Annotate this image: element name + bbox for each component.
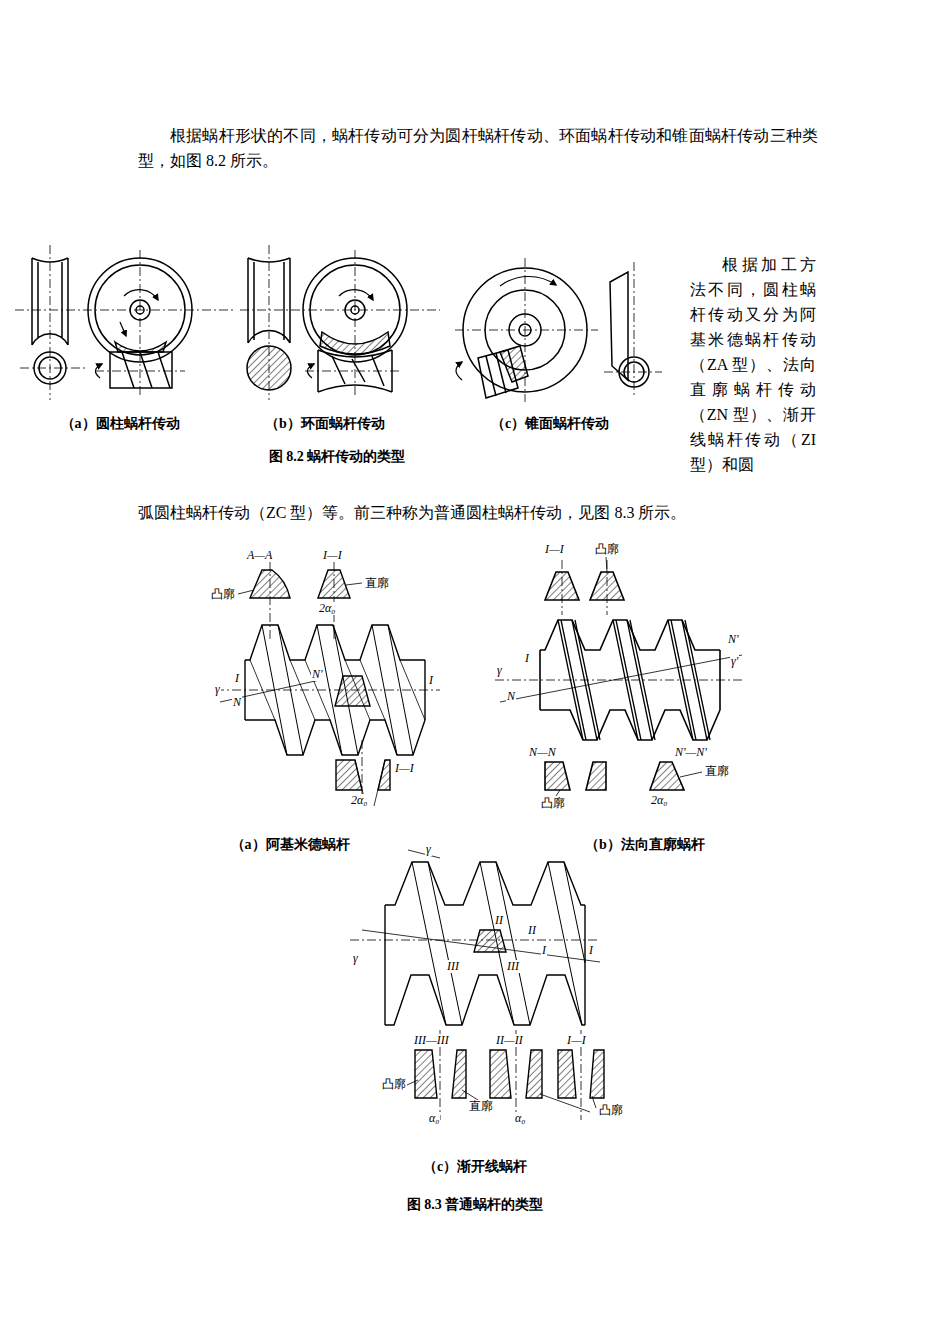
angle-label: γ (214, 683, 221, 696)
angle-label: γ (352, 952, 359, 965)
section-mark: II (494, 914, 504, 927)
wheel-edge (32, 258, 68, 345)
section-mark: N' (311, 668, 324, 681)
subfigure-caption: （c）渐开线蜗杆 (390, 1158, 560, 1176)
section-mark: II (527, 924, 537, 937)
spiroid-worm-drive (455, 258, 662, 402)
section-mark: N' (727, 633, 740, 646)
normal-straight-worm (495, 557, 745, 796)
body-paragraph: 根据加工方法不同，圆柱蜗杆传动又分为阿基米德蜗杆传动（ZA 型）、法向直廓蜗杆传… (690, 252, 816, 477)
section-mark: I (234, 672, 240, 685)
cylindrical-worm-drive (15, 245, 235, 400)
profile-label: 凸廓 (381, 1078, 407, 1091)
profile-label: 凸廓 (210, 588, 236, 601)
subfigure-caption: （c）锥面蜗杆传动 (470, 415, 630, 433)
profile-label: 直廓 (468, 1100, 494, 1113)
section-label: I—I (394, 762, 415, 775)
section-label: N—N (528, 746, 557, 759)
angle-label: γ' (730, 655, 739, 668)
section-mark: I (588, 944, 594, 957)
subfigure-caption: （a）圆柱蜗杆传动 (40, 415, 200, 433)
angle-label: α₀ (428, 1112, 440, 1125)
section-mark: I (524, 652, 530, 665)
section-label: I—I (566, 1034, 587, 1047)
section-mark: I (541, 944, 547, 957)
body-paragraph: 根据蜗杆形状的不同，蜗杆传动可分为圆杆蜗杆传动、环面蜗杆传动和锥面蜗杆传动三种类… (138, 123, 818, 173)
archimedes-worm (215, 562, 440, 806)
body-paragraph: 弧圆柱蜗杆传动（ZC 型）等。前三种称为普通圆柱蜗杆传动，见图 8.3 所示。 (138, 500, 818, 525)
center-lines (15, 245, 235, 400)
section-label: N'—N' (674, 746, 708, 759)
angle-label: γ (425, 843, 432, 856)
figure-title: 图 8.2 蜗杆传动的类型 (227, 448, 447, 466)
profile-label: 凸廓 (540, 797, 566, 810)
section-mark: N (232, 696, 242, 709)
angle-label: α₀ (514, 1112, 526, 1125)
angle-label: 2α₀ (318, 602, 336, 615)
section-mark: N (506, 690, 516, 703)
section-mark: I (428, 674, 434, 687)
profile-label: 凸廓 (594, 543, 620, 556)
section-mark: III (446, 960, 460, 973)
figure-title: 图 8.3 普通蜗杆的类型 (355, 1196, 595, 1214)
subfigure-caption: （a）阿基米德蜗杆 (200, 836, 380, 854)
angle-label: 2α₀ (350, 794, 368, 807)
section-label: I—I (544, 543, 565, 556)
section-mark: III (506, 960, 520, 973)
profile-label: 直廓 (704, 765, 730, 778)
profile-label: 凸廓 (598, 1104, 624, 1117)
subfigure-caption: （b）环面蜗杆传动 (245, 415, 405, 433)
section-label: II—II (495, 1034, 524, 1047)
section-label: I—I (322, 549, 343, 562)
section-label: III—III (413, 1034, 450, 1047)
globoid-worm-drive (240, 245, 440, 400)
profile-label: 直廓 (364, 577, 390, 590)
section-label: A—A (246, 549, 273, 562)
angle-label: γ (496, 664, 503, 677)
involute-worm (350, 850, 604, 1120)
angle-label: 2α₀ (650, 794, 668, 807)
subfigure-caption: （b）法向直廓蜗杆 (555, 836, 735, 854)
